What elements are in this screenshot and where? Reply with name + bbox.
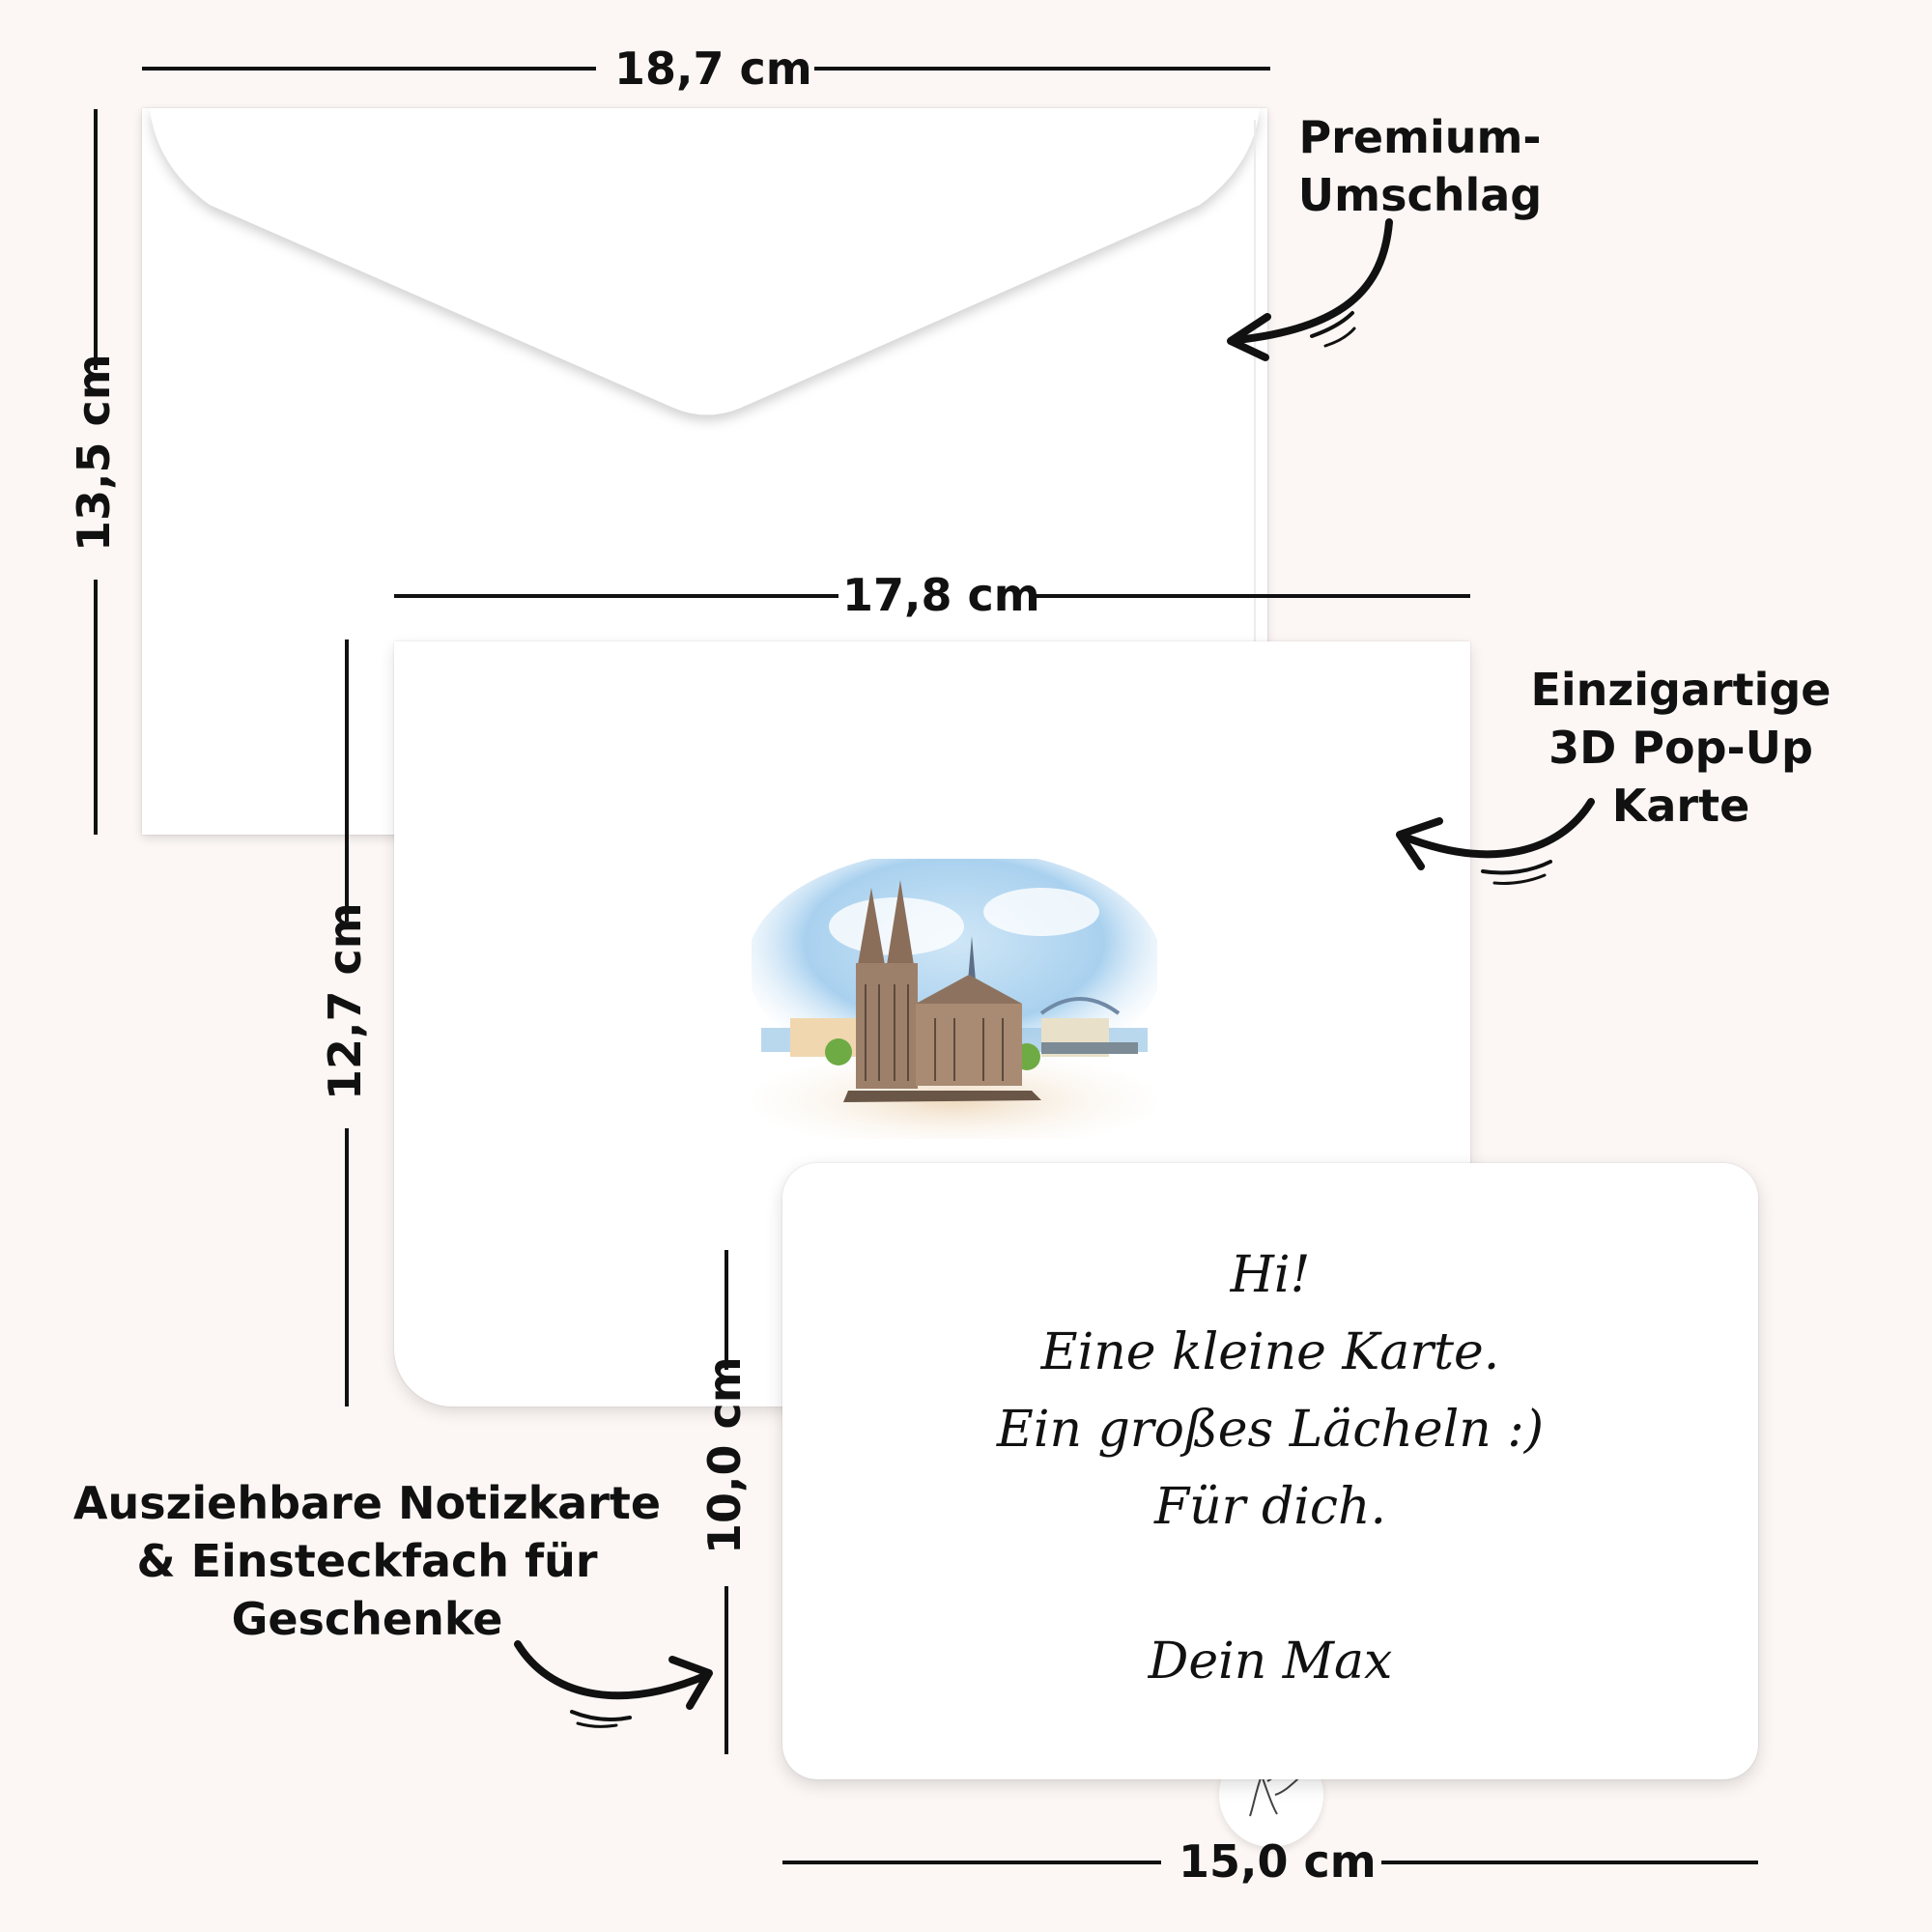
annotation-line: Ausziehbare Notizkarte — [72, 1477, 662, 1529]
envelope-annotation: Premium- Umschlag — [1285, 108, 1555, 224]
note-width-line-left — [782, 1861, 1161, 1864]
curved-arrow-icon — [514, 1640, 713, 1728]
card-height-line-top — [345, 639, 349, 922]
annotation-line: Umschlag — [1297, 169, 1543, 221]
envelope-width-label: 18,7 cm — [614, 43, 812, 95]
envelope-height-line-top — [94, 109, 98, 370]
card-width-label: 17,8 cm — [842, 569, 1040, 621]
curved-arrow-icon — [1227, 218, 1393, 361]
envelope-width-line-left — [142, 67, 596, 71]
note-width-label: 15,0 cm — [1179, 1835, 1377, 1888]
annotation-line: Geschenke — [231, 1593, 503, 1645]
note-line: Für dich. — [1153, 1478, 1387, 1536]
annotation-line: 3D Pop-Up — [1548, 722, 1813, 774]
card-height-line-bottom — [345, 1128, 349, 1406]
note-line: Hi! — [1230, 1246, 1311, 1304]
annotation-line: Einzigartige — [1530, 664, 1832, 716]
curved-arrow-icon — [1396, 798, 1595, 885]
note-height-line-top — [724, 1250, 728, 1370]
envelope-height-line-bottom — [94, 580, 98, 835]
note-line: Ein großes Lächeln :) — [996, 1401, 1545, 1459]
card-height-label: 12,7 cm — [319, 902, 371, 1100]
note-card[interactable]: Hi! Eine kleine Karte. Ein großes Lächel… — [782, 1163, 1758, 1779]
annotation-line: & Einsteckfach für — [136, 1535, 598, 1587]
note-signature: Dein Max — [1148, 1633, 1393, 1690]
popup-card-annotation: Einzigartige 3D Pop-Up Karte — [1507, 661, 1855, 835]
card-width-line-left — [394, 594, 838, 598]
note-line: Eine kleine Karte. — [1040, 1323, 1500, 1381]
card-width-line-right — [1034, 594, 1470, 598]
envelope-height-label: 13,5 cm — [68, 354, 120, 552]
note-height-line-bottom — [724, 1586, 728, 1754]
envelope-width-line-right — [814, 67, 1270, 71]
cathedral-illustration — [752, 859, 1157, 1139]
note-card-annotation: Ausziehbare Notizkarte & Einsteckfach fü… — [58, 1474, 676, 1648]
annotation-line: Premium- — [1298, 111, 1542, 163]
note-width-line-right — [1381, 1861, 1758, 1864]
note-height-label: 10,0 cm — [698, 1356, 751, 1554]
annotation-line: Karte — [1611, 780, 1750, 832]
